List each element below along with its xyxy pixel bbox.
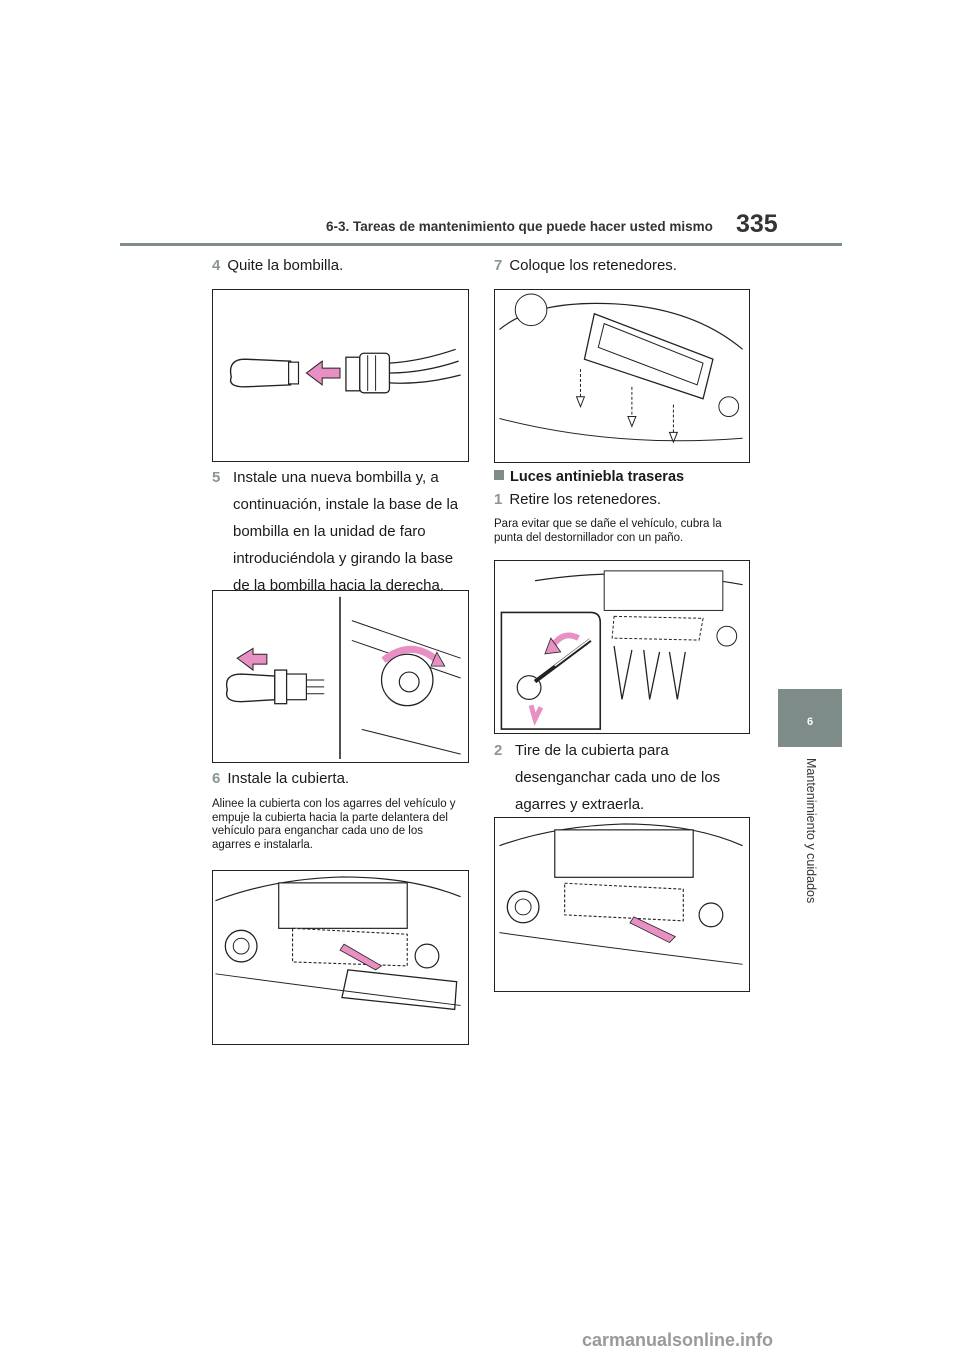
figure-remove-cover — [494, 817, 750, 992]
step-4: 4 Quite la bombilla. — [212, 252, 343, 279]
remove-bulb-illustration — [229, 348, 461, 394]
step-6: 6 Instale la cubierta. — [212, 765, 349, 792]
step-number: 5 — [212, 469, 221, 486]
step-number: 7 — [494, 257, 503, 274]
section-title: 6-3. Tareas de mantenimiento que puede h… — [326, 219, 713, 234]
header-divider — [120, 243, 842, 246]
step-text: Tire de la cubierta para desenganchar ca… — [515, 742, 721, 813]
remove-cover-illustration — [499, 823, 743, 965]
step-1-note: Para evitar que se dañe el vehículo, cub… — [494, 518, 722, 544]
section-marker-icon — [494, 470, 504, 480]
step-number: 6 — [212, 770, 221, 787]
watermark: carmanualsonline.info — [582, 1330, 774, 1350]
step-text: Instale una nueva bombilla y, a continua… — [233, 469, 459, 594]
step-6-note: Alinee la cubierta con los agarres del v… — [212, 798, 456, 851]
retainers-install-illustration — [499, 293, 743, 444]
chapter-label: Mantenimiento y cuidados — [804, 758, 818, 904]
step-1: 1 Retire los retenedores. — [494, 486, 661, 513]
step-text: Coloque los retenedores. — [509, 257, 677, 274]
step-number: 2 — [494, 742, 503, 759]
step-number: 1 — [494, 491, 503, 508]
step-5: 5 Instale una nueva bombilla y, a contin… — [212, 464, 469, 599]
figure-remove-bulb — [212, 289, 469, 462]
figure-install-bulb — [212, 590, 469, 763]
step-text: Retire los retenedores. — [509, 491, 662, 508]
step-2: 2 Tire de la cubierta para desenganchar … — [494, 737, 750, 818]
step-text: Instale la cubierta. — [227, 770, 350, 787]
step-text: Quite la bombilla. — [227, 257, 344, 274]
chapter-number: 6 — [806, 716, 814, 728]
figure-retainers-install — [494, 289, 750, 463]
install-bulb-illustration — [225, 596, 461, 760]
page-number: 335 — [736, 210, 778, 238]
figure-retainers-remove — [494, 560, 750, 734]
chapter-tab: 6 — [778, 689, 842, 747]
step-7: 7 Coloque los retenedores. — [494, 252, 677, 279]
step-number: 4 — [212, 257, 221, 274]
section-heading-rear-fog: Luces antiniebla traseras — [494, 469, 684, 485]
install-cover-illustration — [215, 876, 461, 1011]
figure-install-cover — [212, 870, 469, 1045]
retainers-remove-illustration — [500, 570, 743, 730]
